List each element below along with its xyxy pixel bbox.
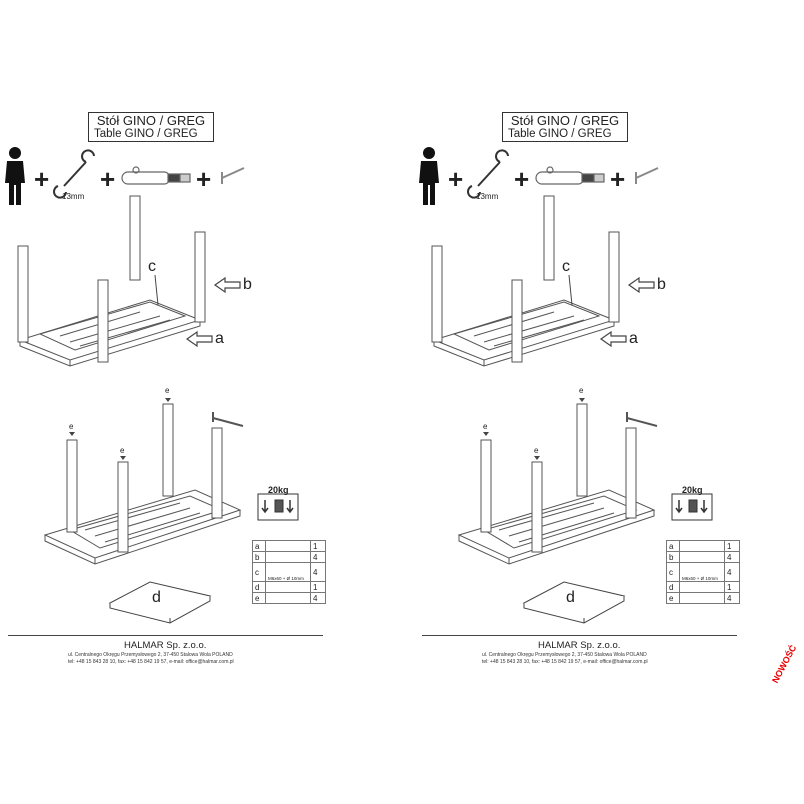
plus-sign: + (448, 164, 464, 194)
pointer-line-c (568, 274, 573, 306)
person-icon (419, 147, 439, 205)
label-e: e (120, 446, 125, 455)
plus-sign: + (514, 164, 530, 194)
pointer-line-c (154, 274, 159, 306)
arrow-icon (185, 276, 241, 348)
wrench-icon (53, 149, 95, 199)
hex-key-icon (626, 412, 658, 427)
title-polish: Stół GINO / GREG (510, 113, 620, 128)
label-c: c (148, 258, 156, 275)
company-name: HALMAR Sp. z.o.o. (124, 640, 207, 651)
tabletop-isometric-upper (18, 299, 202, 367)
label-d: d (566, 589, 575, 606)
label-a: a (215, 330, 224, 347)
label-c: c (562, 258, 570, 275)
title-box: Stół GINO / GREG Table GINO / GREG (502, 112, 628, 142)
footer-divider (422, 635, 737, 636)
allen-key-pack-icon (535, 166, 605, 185)
label-e: e (579, 386, 584, 395)
table-legs-lower (480, 403, 637, 553)
label-b: b (657, 276, 666, 293)
label-d: d (152, 589, 161, 606)
assembly-drawing-left (5, 147, 299, 624)
weight-warning-icon (671, 493, 713, 521)
label-e: e (165, 386, 170, 395)
company-contact: tel: +48 15 843 28 10, fax: +48 15 842 1… (68, 659, 234, 665)
table-legs-upper (431, 195, 620, 363)
part-d-tabletop (522, 581, 626, 624)
wrench-size-label: 13mm (62, 192, 85, 201)
company-address: ul. Centralnego Okręgu Przemysłowego 2, … (68, 652, 233, 658)
tabletop-isometric-upper (432, 299, 616, 367)
plus-sign: + (34, 164, 50, 194)
table-legs-upper (17, 195, 206, 363)
company-name: HALMAR Sp. z.o.o. (538, 640, 621, 651)
weight-warning-icon (257, 493, 299, 521)
table-legs-lower (66, 403, 223, 553)
leg-arrows-lower (483, 398, 585, 460)
instruction-sheet-right: Stół GINO / GREG Table GINO / GREG + + +… (402, 0, 804, 804)
title-polish: Stół GINO / GREG (96, 113, 206, 128)
hex-key-icon (221, 167, 245, 184)
label-b: b (243, 276, 252, 293)
label-e: e (483, 422, 488, 431)
title-english: Table GINO / GREG (94, 128, 198, 140)
label-e: e (534, 446, 539, 455)
plus-sign: + (610, 164, 626, 194)
weight-label: 20kg (268, 485, 289, 495)
hex-key-icon (212, 412, 244, 427)
leg-arrows-lower (69, 398, 171, 460)
label-a: a (629, 330, 638, 347)
wrench-icon (467, 149, 509, 199)
plus-sign: + (100, 164, 116, 194)
plus-sign: + (196, 164, 212, 194)
allen-key-pack-icon (121, 166, 191, 185)
company-contact: tel: +48 15 843 28 10, fax: +48 15 842 1… (482, 659, 648, 665)
title-english: Table GINO / GREG (508, 128, 612, 140)
wrench-size-label: 13mm (476, 192, 499, 201)
person-icon (5, 147, 25, 205)
footer-divider (8, 635, 323, 636)
part-d-tabletop (108, 581, 212, 624)
label-e: e (69, 422, 74, 431)
title-box: Stół GINO / GREG Table GINO / GREG (88, 112, 214, 142)
assembly-drawing-right (419, 147, 713, 624)
weight-label: 20kg (682, 485, 703, 495)
instruction-sheet-left: Stół GINO / GREG Table GINO / GREG + + +… (5, 112, 326, 665)
company-address: ul. Centralnego Okręgu Przemysłowego 2, … (482, 652, 647, 658)
arrow-icon (599, 276, 655, 348)
hex-key-icon (635, 167, 659, 184)
